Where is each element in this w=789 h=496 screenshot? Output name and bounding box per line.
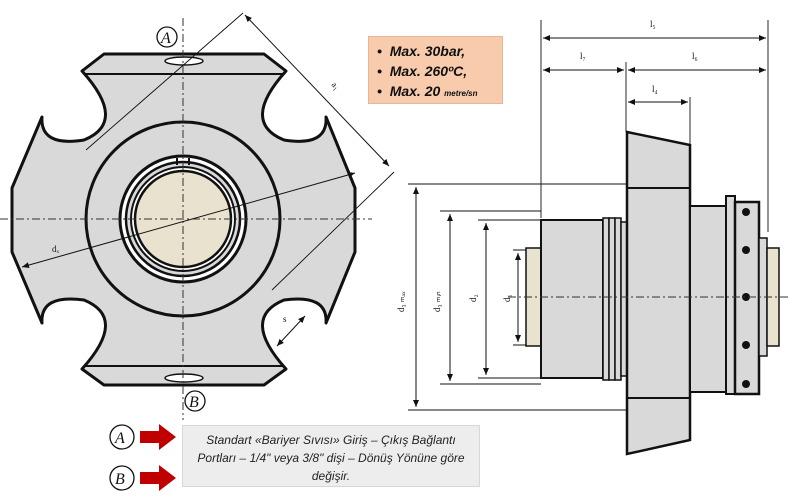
- side-view: l₅ l₇ l₆ l₄ d₃ ₘₐₓ d₃ ₘᵢₙ d₂ d₁: [396, 19, 789, 456]
- label-l7: l₇: [580, 51, 586, 61]
- spec-temperature: • Max. 260ºC,: [377, 63, 468, 79]
- marker-b-bottom: B: [189, 394, 199, 411]
- marker-a-top: A: [160, 30, 171, 47]
- port-b: [164, 373, 204, 383]
- legend-marker-a: A: [114, 430, 125, 447]
- note-text: Standart «Bariyer Sıvısı» Giriş – Çıkış …: [197, 433, 465, 483]
- label-a1: a1: [328, 79, 341, 92]
- label-dx: dₓ: [52, 244, 60, 254]
- label-d2: d₂: [468, 294, 478, 302]
- label-s: s: [283, 314, 287, 324]
- legend-marker-b: B: [115, 471, 125, 488]
- spec-pressure: • Max. 30bar,: [377, 43, 466, 59]
- label-d3min: d₃ ₘᵢₙ: [432, 291, 442, 312]
- label-d1: d₁: [502, 294, 512, 302]
- note-box: Standart «Bariyer Sıvısı» Giriş – Çıkış …: [182, 425, 480, 487]
- legend-markers: A B: [109, 424, 176, 491]
- spec-speed: • Max. 20 metre/sn: [377, 83, 478, 99]
- spec-box: • Max. 30bar, • Max. 260ºC, • Max. 20 me…: [368, 36, 503, 104]
- label-l4: l₄: [652, 84, 658, 94]
- label-l6: l₆: [692, 51, 698, 61]
- front-view: a1 dₓ s A B: [0, 12, 395, 420]
- arrow-a: [140, 424, 176, 450]
- flange-side: [625, 130, 692, 456]
- arrow-b: [140, 465, 176, 491]
- port-a: [164, 56, 204, 66]
- label-d3max: d₃ ₘₐₓ: [396, 291, 406, 312]
- label-l5: l₅: [650, 19, 656, 29]
